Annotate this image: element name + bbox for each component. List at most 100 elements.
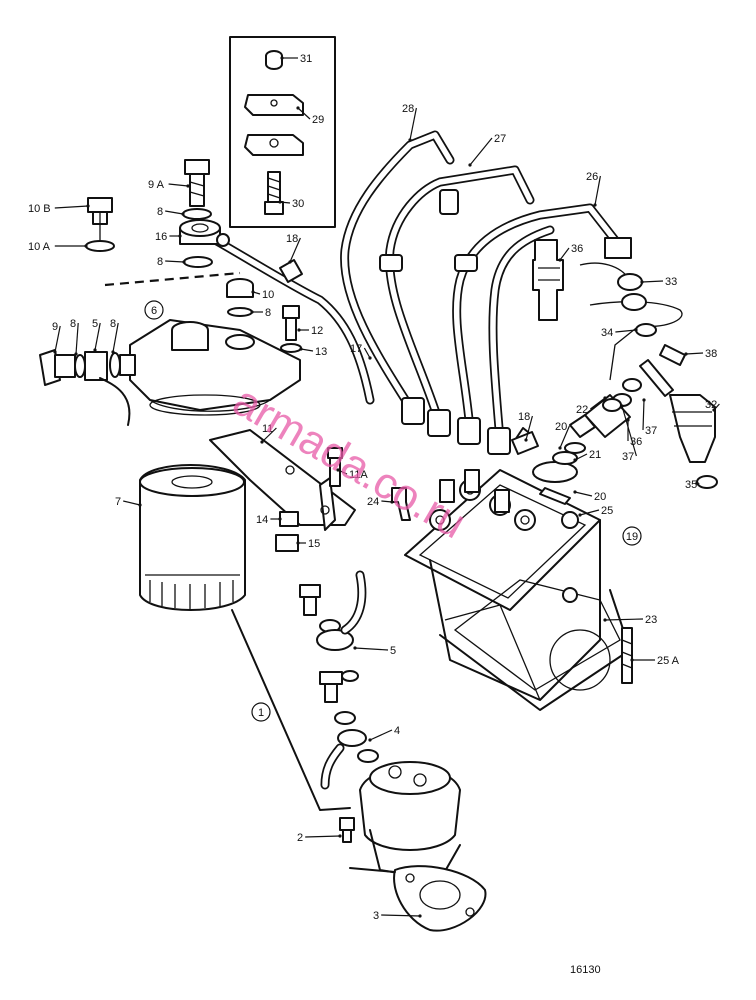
callout-leader-36 — [337, 469, 348, 475]
inset-bracket-detail — [229, 36, 336, 228]
callout-label-28: 22 — [576, 404, 588, 416]
callout-label-40: 19 — [626, 531, 638, 543]
callout-label-51: 3 — [373, 910, 379, 922]
callout-leader-51 — [381, 914, 421, 917]
callout-dot-25 — [634, 328, 638, 332]
callout-label-47: 25 A — [657, 655, 680, 667]
callout-label-38: 24 — [367, 496, 379, 508]
callout-dot-13 — [640, 280, 644, 284]
callout-label-30: 20 — [555, 421, 567, 433]
callout-dot-34 — [573, 458, 577, 462]
callout-leader-23 — [300, 348, 314, 352]
callout-label-20: 8 — [110, 318, 116, 330]
callout-label-29: 18 — [518, 411, 530, 423]
callout-label-6: 9 A — [148, 179, 165, 191]
callout-dot-8 — [181, 212, 185, 216]
callout-label-4: 27 — [494, 133, 506, 145]
callout-label-10: 10 A — [28, 241, 51, 253]
callout-dot-26 — [684, 352, 688, 356]
callout-leader-37 — [574, 491, 593, 497]
callout-label-2: 30 — [292, 198, 304, 210]
callout-label-34: 21 — [589, 449, 601, 461]
callout-label-13: 33 — [665, 276, 677, 288]
callout-leader-29 — [525, 415, 533, 441]
callout-label-1: 29 — [312, 114, 324, 126]
callout-dot-20 — [111, 350, 115, 354]
callout-leader-18 — [75, 322, 79, 355]
callout-dot-11 — [288, 260, 292, 264]
callout-dot-36 — [336, 468, 340, 472]
callout-label-49: 4 — [394, 725, 400, 737]
callout-dot-6 — [186, 184, 190, 188]
callout-leader-26 — [685, 352, 704, 355]
callout-label-31: 36 — [630, 436, 642, 448]
callout-dot-7 — [86, 204, 90, 208]
callout-leader-30 — [559, 425, 570, 449]
callout-dot-15 — [251, 290, 255, 294]
callout-label-44: 15 — [308, 538, 320, 550]
callout-label-21: 6 — [151, 305, 157, 317]
callout-leader-12 — [559, 247, 570, 261]
callout-dot-14 — [182, 260, 186, 264]
callout-dot-50 — [338, 834, 342, 838]
callout-leader-49 — [369, 729, 393, 741]
callout-dot-24 — [368, 356, 372, 360]
callout-label-0: 31 — [300, 53, 312, 65]
callout-dot-47 — [630, 658, 634, 662]
callout-leader-4 — [469, 137, 493, 166]
callout-label-26: 38 — [705, 348, 717, 360]
callout-dot-45 — [603, 618, 607, 622]
callout-label-22: 12 — [311, 325, 323, 337]
callout-dot-5 — [593, 203, 597, 207]
callout-dot-44 — [296, 541, 300, 545]
callout-leader-46 — [354, 647, 389, 651]
callout-label-11: 18 — [286, 233, 298, 245]
callout-dot-29 — [524, 438, 528, 442]
callout-dot-16 — [250, 310, 254, 314]
callout-leader-39 — [579, 509, 600, 516]
callout-label-48: 1 — [258, 707, 264, 719]
callout-label-12: 36 — [571, 243, 583, 255]
callout-dot-30 — [558, 446, 562, 450]
callout-dot-2 — [278, 200, 282, 204]
callout-label-33: 37 — [622, 451, 634, 463]
callout-dot-38 — [390, 500, 394, 504]
callout-dot-32 — [642, 398, 646, 402]
callout-leader-34 — [574, 453, 588, 461]
callout-dot-23 — [299, 347, 303, 351]
callout-dot-39 — [578, 513, 582, 517]
callout-label-43: 14 — [256, 514, 268, 526]
callout-leader-28 — [590, 397, 606, 410]
callout-dot-12 — [558, 258, 562, 262]
callout-leader-3 — [409, 107, 417, 141]
callout-circle-21 — [144, 300, 164, 320]
callout-circle-40 — [622, 526, 642, 546]
callout-leader-33 — [621, 405, 637, 457]
callout-label-32: 37 — [645, 425, 657, 437]
callout-dot-9 — [178, 234, 182, 238]
callout-dot-42 — [138, 503, 142, 507]
callout-dot-10 — [84, 244, 88, 248]
callout-leader-14 — [165, 260, 185, 263]
callout-label-23: 13 — [315, 346, 327, 358]
callout-leader-5 — [594, 175, 601, 206]
callout-dot-35 — [260, 440, 264, 444]
callout-leader-7 — [54, 205, 89, 209]
callout-leader-35 — [261, 427, 277, 443]
callout-label-7: 10 B — [28, 203, 51, 215]
callout-leader-2 — [279, 201, 291, 204]
callout-label-5: 26 — [586, 171, 598, 183]
callout-leader-42 — [123, 500, 141, 506]
callout-dot-37 — [573, 490, 577, 494]
drawing-number: 16130 — [570, 964, 601, 976]
callout-dot-17 — [53, 350, 57, 354]
callout-circle-48 — [251, 702, 271, 722]
callout-label-41: 35 — [685, 479, 697, 491]
callout-leader-50 — [305, 835, 341, 838]
fuel-filter-assembly — [39, 159, 539, 611]
callout-leader-24 — [363, 347, 371, 359]
injector-pipes — [210, 130, 683, 455]
callout-leader-11 — [289, 237, 301, 263]
